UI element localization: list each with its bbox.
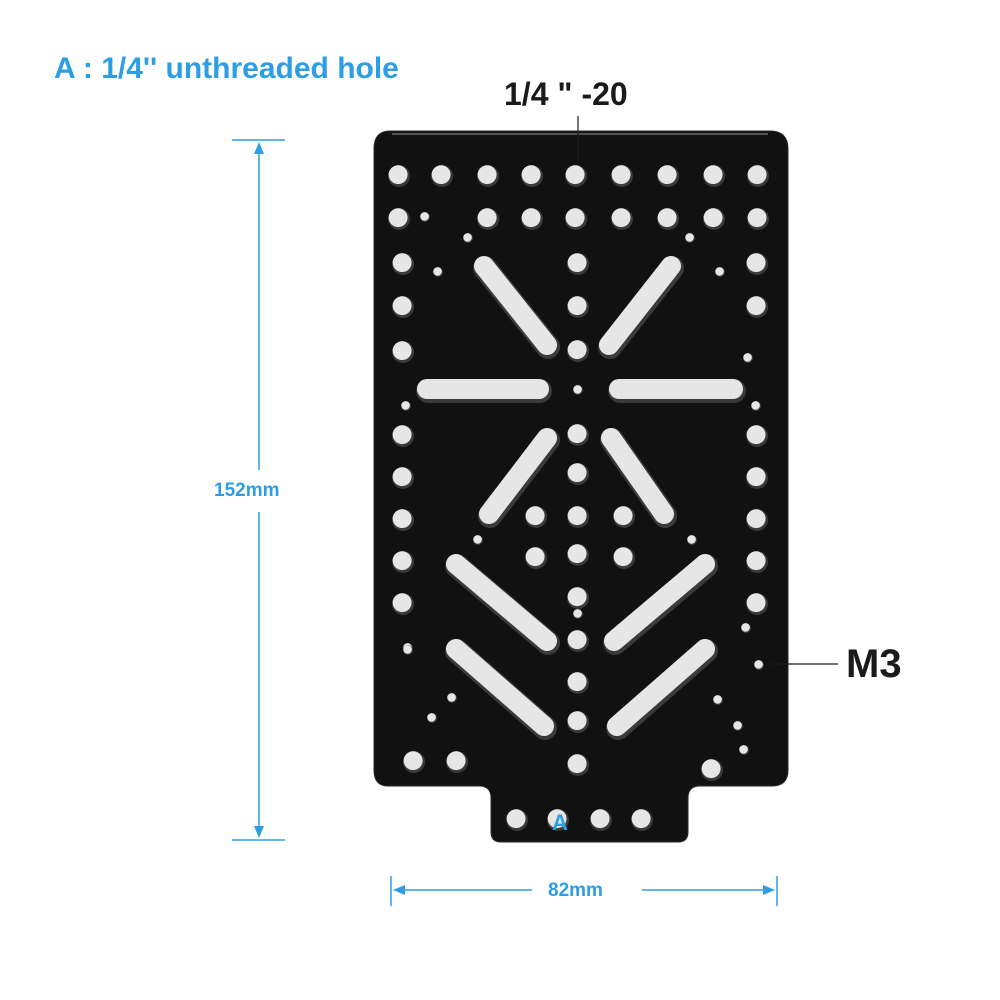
m3-hole bbox=[463, 233, 473, 243]
thread-spec-label: 1/4 " -20 bbox=[504, 76, 628, 112]
m3-hole bbox=[403, 645, 413, 655]
quarter-inch-hole bbox=[392, 253, 414, 275]
quarter-inch-hole bbox=[567, 711, 589, 733]
quarter-inch-hole bbox=[567, 672, 589, 694]
m3-hole bbox=[447, 693, 457, 703]
hole-a-marker: A bbox=[552, 810, 568, 835]
quarter-inch-hole bbox=[613, 547, 635, 569]
height-dimension-label: 152mm bbox=[214, 480, 280, 501]
quarter-inch-hole bbox=[611, 208, 633, 230]
mounting-slot bbox=[600, 428, 677, 528]
quarter-inch-hole bbox=[567, 544, 589, 566]
quarter-inch-hole bbox=[746, 467, 768, 489]
mounting-slot bbox=[608, 379, 746, 403]
m3-hole bbox=[687, 535, 697, 545]
quarter-inch-hole bbox=[392, 296, 414, 318]
m3-hole bbox=[713, 695, 723, 705]
m3-hole bbox=[685, 233, 695, 243]
quarter-inch-hole bbox=[547, 809, 569, 831]
quarter-inch-holes bbox=[388, 165, 769, 831]
quarter-inch-hole bbox=[567, 754, 589, 776]
quarter-inch-hole bbox=[567, 340, 589, 362]
m3-hole bbox=[741, 623, 751, 633]
quarter-inch-hole bbox=[747, 165, 769, 187]
m3-hole bbox=[754, 660, 764, 670]
mounting-slot bbox=[445, 639, 557, 740]
quarter-inch-hole bbox=[392, 425, 414, 447]
quarter-inch-hole bbox=[392, 551, 414, 573]
quarter-inch-hole bbox=[747, 208, 769, 230]
m3-hole bbox=[739, 745, 749, 755]
mounting-slots bbox=[416, 256, 746, 740]
quarter-inch-hole bbox=[403, 751, 425, 773]
m3-hole bbox=[433, 267, 443, 277]
quarter-inch-hole bbox=[611, 165, 633, 187]
m3-hole bbox=[751, 401, 761, 411]
quarter-inch-hole bbox=[567, 463, 589, 485]
m3-hole bbox=[473, 535, 483, 545]
quarter-inch-hole bbox=[746, 296, 768, 318]
mounting-slot bbox=[416, 379, 552, 403]
quarter-inch-hole bbox=[521, 165, 543, 187]
quarter-inch-hole bbox=[746, 425, 768, 447]
quarter-inch-hole bbox=[392, 467, 414, 489]
quarter-inch-hole bbox=[567, 296, 589, 318]
quarter-inch-hole bbox=[565, 208, 587, 230]
quarter-inch-hole bbox=[567, 506, 589, 528]
quarter-inch-hole bbox=[746, 551, 768, 573]
quarter-inch-hole bbox=[506, 809, 528, 831]
mounting-slot bbox=[473, 256, 560, 359]
quarter-inch-hole bbox=[590, 809, 612, 831]
quarter-inch-hole bbox=[431, 165, 453, 187]
quarter-inch-hole bbox=[392, 509, 414, 531]
page-title: A : 1/4'' unthreaded hole bbox=[54, 52, 399, 85]
quarter-inch-hole bbox=[657, 165, 679, 187]
quarter-inch-hole bbox=[521, 208, 543, 230]
quarter-inch-hole bbox=[392, 341, 414, 363]
quarter-inch-hole bbox=[392, 593, 414, 615]
m3-holes bbox=[401, 212, 764, 755]
quarter-inch-hole bbox=[388, 208, 410, 230]
plate-body bbox=[373, 130, 789, 843]
quarter-inch-hole bbox=[565, 165, 587, 187]
m3-hole bbox=[733, 721, 743, 731]
quarter-inch-hole bbox=[388, 165, 410, 187]
quarter-inch-hole bbox=[567, 253, 589, 275]
mounting-slot bbox=[598, 256, 684, 359]
quarter-inch-hole bbox=[701, 759, 723, 781]
width-dimension-label: 82mm bbox=[548, 880, 603, 901]
quarter-inch-hole bbox=[631, 809, 653, 831]
height-dimension-line bbox=[232, 139, 285, 841]
mounting-slot bbox=[478, 428, 560, 528]
quarter-inch-hole bbox=[746, 509, 768, 531]
quarter-inch-hole bbox=[657, 208, 679, 230]
m3-hole bbox=[715, 267, 725, 277]
quarter-inch-hole bbox=[703, 165, 725, 187]
quarter-inch-hole bbox=[477, 165, 499, 187]
quarter-inch-hole bbox=[567, 630, 589, 652]
quarter-inch-hole bbox=[525, 547, 547, 569]
m3-hole bbox=[743, 353, 753, 363]
quarter-inch-hole bbox=[746, 593, 768, 615]
m3-hole bbox=[573, 609, 583, 619]
mounting-slot bbox=[603, 554, 718, 655]
width-dimension-line bbox=[390, 876, 778, 906]
quarter-inch-hole bbox=[446, 751, 468, 773]
m3-hole bbox=[573, 385, 583, 395]
quarter-inch-hole bbox=[703, 208, 725, 230]
quarter-inch-hole bbox=[746, 253, 768, 275]
quarter-inch-hole bbox=[477, 208, 499, 230]
mounting-slot bbox=[445, 554, 560, 655]
mounting-slot bbox=[606, 639, 718, 740]
quarter-inch-hole bbox=[525, 506, 547, 528]
quarter-inch-hole bbox=[567, 424, 589, 446]
m3-label: M3 bbox=[846, 642, 902, 686]
m3-hole bbox=[401, 401, 411, 411]
quarter-inch-hole bbox=[567, 587, 589, 609]
m3-hole bbox=[427, 713, 437, 723]
quarter-inch-hole bbox=[613, 506, 635, 528]
m3-hole bbox=[420, 212, 430, 222]
